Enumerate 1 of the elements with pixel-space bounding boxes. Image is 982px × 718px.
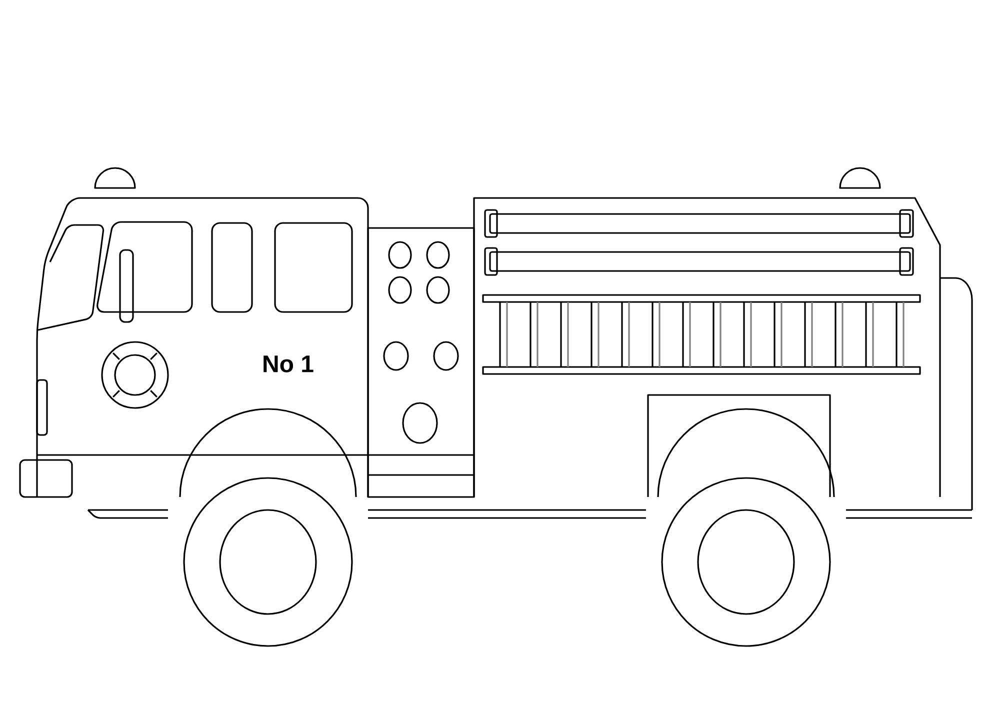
- truck-number: No 1: [264, 356, 314, 372]
